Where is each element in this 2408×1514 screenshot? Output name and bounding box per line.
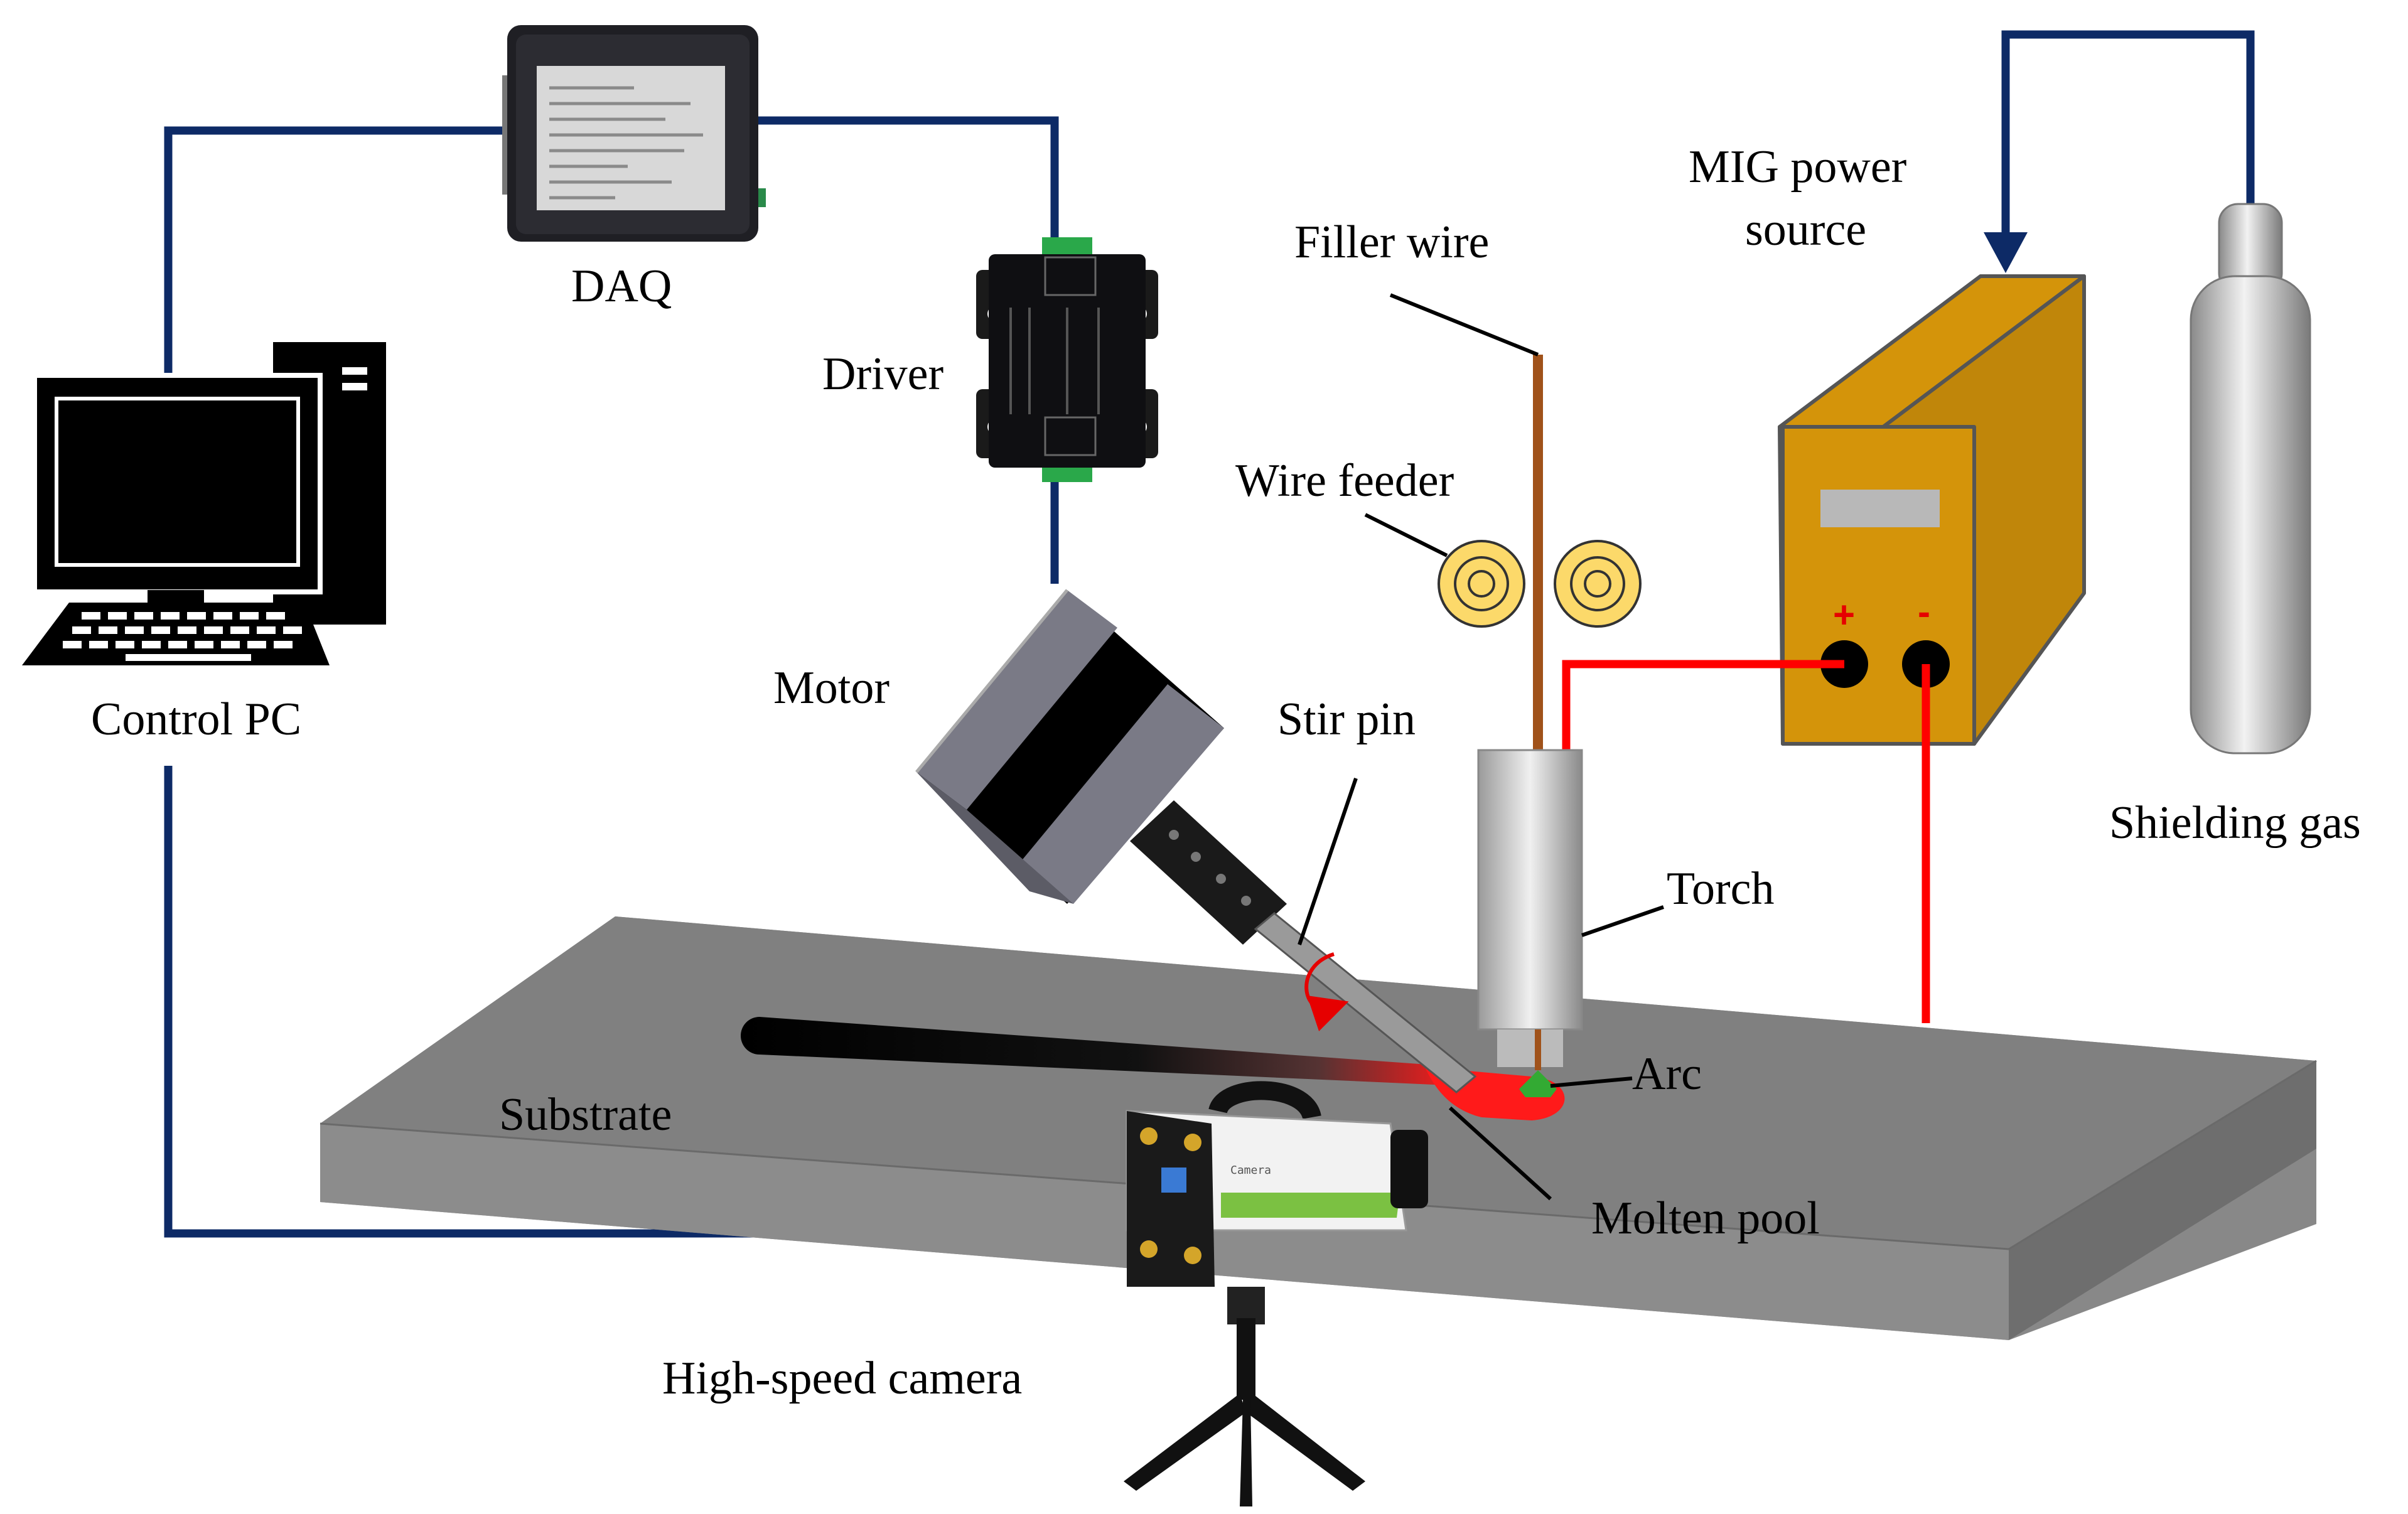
positive-sign: +	[1833, 594, 1855, 636]
label-torch: Torch	[1667, 863, 1775, 915]
daq-screen	[537, 66, 725, 210]
stepper-driver	[976, 237, 1158, 482]
label-mig-power-source-line1: MIG power	[1689, 141, 1906, 193]
tripod	[1124, 1287, 1365, 1506]
label-shielding-gas: Shielding gas	[2109, 797, 2361, 849]
control-pc	[22, 342, 386, 665]
gas-arrow-head	[1984, 232, 2028, 273]
stir-pin	[1254, 912, 1477, 1093]
label-high-speed-camera: High-speed camera	[662, 1353, 1022, 1404]
high-speed-camera: Camera	[1124, 1081, 1428, 1506]
label-motor: Motor	[773, 662, 890, 714]
stepper-motor	[915, 589, 1224, 904]
label-stir-pin: Stir pin	[1277, 694, 1416, 745]
label-control-pc: Control PC	[91, 694, 301, 745]
label-substrate: Substrate	[499, 1089, 672, 1141]
wire-feeder	[1438, 540, 1642, 628]
wire-gas-to-power	[2001, 30, 2255, 239]
camera-rear-panel	[1127, 1111, 1215, 1287]
label-mig-power-source-line2: source	[1745, 204, 1866, 255]
label-driver: Driver	[822, 348, 943, 400]
label-arc: Arc	[1632, 1048, 1702, 1100]
rotation-arrow	[1304, 952, 1349, 1031]
leader-lines	[1298, 293, 1664, 1201]
wire-daq-to-driver	[756, 116, 1059, 245]
negative-sign: -	[1918, 591, 1930, 633]
wire-positive-to-torch	[1562, 660, 1844, 753]
wire-pc-to-daq	[164, 126, 512, 389]
welding-torch	[1477, 749, 1583, 1070]
daq-device	[502, 25, 766, 242]
label-molten-pool: Molten pool	[1591, 1193, 1820, 1244]
camera-brand: Camera	[1230, 1164, 1271, 1177]
label-wire-feeder: Wire feeder	[1235, 455, 1454, 507]
weld-track	[741, 1017, 1463, 1086]
power-wires	[1562, 660, 1930, 1023]
label-filler-wire: Filler wire	[1294, 217, 1489, 268]
spindle-block	[1130, 800, 1287, 945]
arc	[1519, 1070, 1557, 1097]
power-display	[1820, 490, 1940, 527]
label-daq: DAQ	[571, 260, 672, 312]
shielding-gas-cylinder	[2190, 203, 2311, 754]
